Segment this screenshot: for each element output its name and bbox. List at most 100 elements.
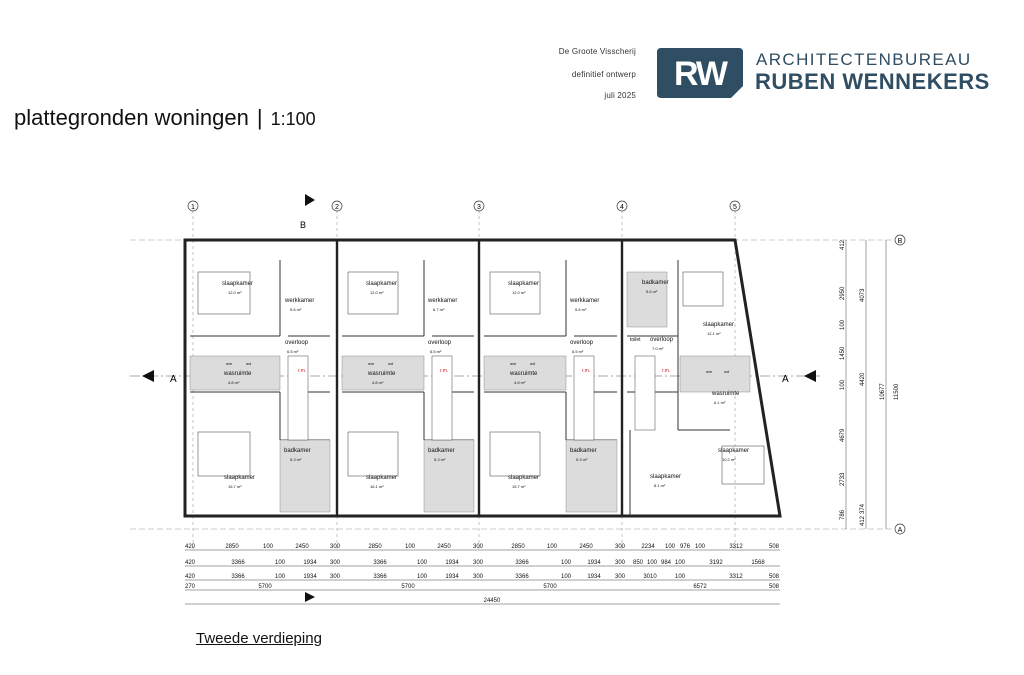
section-b-top: B	[300, 220, 306, 230]
room-name: werkkamer	[427, 298, 457, 304]
logo-line-2: RUBEN WENNEKERS	[755, 69, 990, 94]
room-name: wasruimte	[711, 391, 740, 397]
right-dimensions: 412 2950 100 1450 100 4679 2733 786 412 …	[840, 239, 900, 526]
room-name: badkamer	[428, 448, 455, 454]
dim-text: 984	[661, 560, 672, 566]
dim-text: 1934	[587, 560, 601, 566]
room-name: overloop	[570, 340, 594, 346]
dim-text: 300	[330, 544, 341, 550]
dim-text: 100	[417, 560, 428, 566]
beds	[197, 271, 765, 485]
room-area: 6.7 m²	[433, 307, 445, 312]
dim-text: 1934	[587, 574, 601, 580]
washer-label: wm	[510, 361, 517, 366]
rm-label: r.m.	[298, 368, 306, 374]
project-name: De Groote Visscherij	[558, 47, 636, 56]
wet-areas	[189, 271, 751, 513]
room-name: slaapkamer	[650, 474, 681, 480]
room-area: 5.3 m²	[434, 457, 446, 462]
room-area: 4.8 m²	[228, 380, 240, 385]
title-scale: 1:100	[270, 109, 316, 129]
dim-text: 1934	[303, 560, 317, 566]
dim-text: 2850	[368, 544, 382, 550]
dim-text: 2234	[641, 544, 655, 550]
dryer-label: wd	[724, 369, 729, 374]
dim-text: 1450	[840, 346, 846, 360]
dim-text: 420	[185, 544, 196, 550]
dim-text: 100	[275, 574, 286, 580]
dim-text: 3366	[373, 574, 387, 580]
dim-text: 2850	[511, 544, 525, 550]
dim-text: 5700	[543, 584, 557, 590]
room-area: 16.1 m²	[370, 484, 384, 489]
room-name: overloop	[285, 340, 309, 346]
dryer-label: wd	[530, 361, 535, 366]
dim-text: 508	[769, 574, 780, 580]
dim-text: 100	[275, 560, 286, 566]
room-area: 5.6 m²	[575, 307, 587, 312]
dim-text: 3312	[729, 574, 743, 580]
dim-text: 300	[330, 560, 341, 566]
dim-text: 2450	[437, 544, 451, 550]
project-phase: definitief ontwerp	[571, 70, 636, 79]
room-area: 15.7 m²	[228, 484, 242, 489]
section-a-left: A	[170, 374, 177, 385]
floor-plan: 1 2 3 4 5 B A A A B	[130, 194, 906, 605]
fixture-labels: wm wd wm wd wm wd wm wd	[226, 361, 729, 374]
room-labels: slaapkamer 12.0 m² werkkamer 5.6 m² over…	[222, 280, 749, 489]
dim-text: 976	[680, 544, 691, 550]
room-area: 12.0 m²	[228, 290, 242, 295]
room-name: wasruimte	[367, 371, 396, 377]
dim-text: 300	[615, 560, 626, 566]
logo-line-1: ARCHITECTENBUREAU	[756, 50, 972, 69]
dim-text: 270	[185, 584, 196, 590]
room-name: werkkamer	[284, 298, 314, 304]
room-area: 7.0 m²	[652, 346, 664, 351]
grid-label-1: 1	[191, 204, 195, 211]
grid-bubbles: 1 2 3 4 5 B A	[187, 200, 906, 535]
dim-text: 100	[263, 544, 274, 550]
room-name: slaapkamer	[366, 281, 397, 287]
room-area: 5.6 m²	[290, 307, 302, 312]
row-label-b: B	[898, 238, 903, 245]
dim-text: 1568	[751, 560, 765, 566]
dim-text: 100	[547, 544, 558, 550]
dim-text: 11500	[894, 383, 900, 400]
dim-text: 1934	[445, 574, 459, 580]
dim-text: 3010	[643, 574, 657, 580]
room-area: 12.0 m²	[370, 290, 384, 295]
room-name: werkkamer	[569, 298, 599, 304]
dim-text: 3366	[515, 560, 529, 566]
rm-labels: r.m. r.m. r.m. r.m.	[298, 368, 670, 374]
dim-text: 412	[860, 515, 866, 526]
room-name: slaapkamer	[224, 475, 255, 481]
dim-text: 508	[769, 584, 780, 590]
dim-text: 100	[417, 574, 428, 580]
room-name: slaapkamer	[718, 448, 749, 454]
dim-text: 3312	[729, 544, 743, 550]
room-area: 5.3 m²	[290, 457, 302, 462]
room-area: 8.1 m²	[654, 483, 666, 488]
room-name: overloop	[650, 337, 674, 343]
room-name: wasruimte	[509, 371, 538, 377]
logo-mark-text: RW	[674, 55, 729, 93]
dim-text: 100	[840, 319, 846, 330]
dim-text: 300	[473, 544, 484, 550]
dim-text: 3366	[231, 560, 245, 566]
dim-text: 100	[840, 379, 846, 390]
grid-label-5: 5	[733, 204, 737, 211]
room-area: 12.0 m²	[512, 290, 526, 295]
dim-text: 300	[473, 574, 484, 580]
dim-text: 420	[185, 560, 196, 566]
room-name: slaapkamer	[508, 281, 539, 287]
washer-label: wm	[226, 361, 233, 366]
title-text: plattegronden woningen	[14, 105, 249, 130]
building-outline	[183, 238, 782, 518]
room-name: slaapkamer	[222, 281, 253, 287]
dim-text: 508	[769, 544, 780, 550]
dim-text: 420	[185, 574, 196, 580]
dim-text: 2450	[579, 544, 593, 550]
dim-text: 3366	[231, 574, 245, 580]
dim-text: 1934	[445, 560, 459, 566]
dim-text: 5700	[258, 584, 272, 590]
